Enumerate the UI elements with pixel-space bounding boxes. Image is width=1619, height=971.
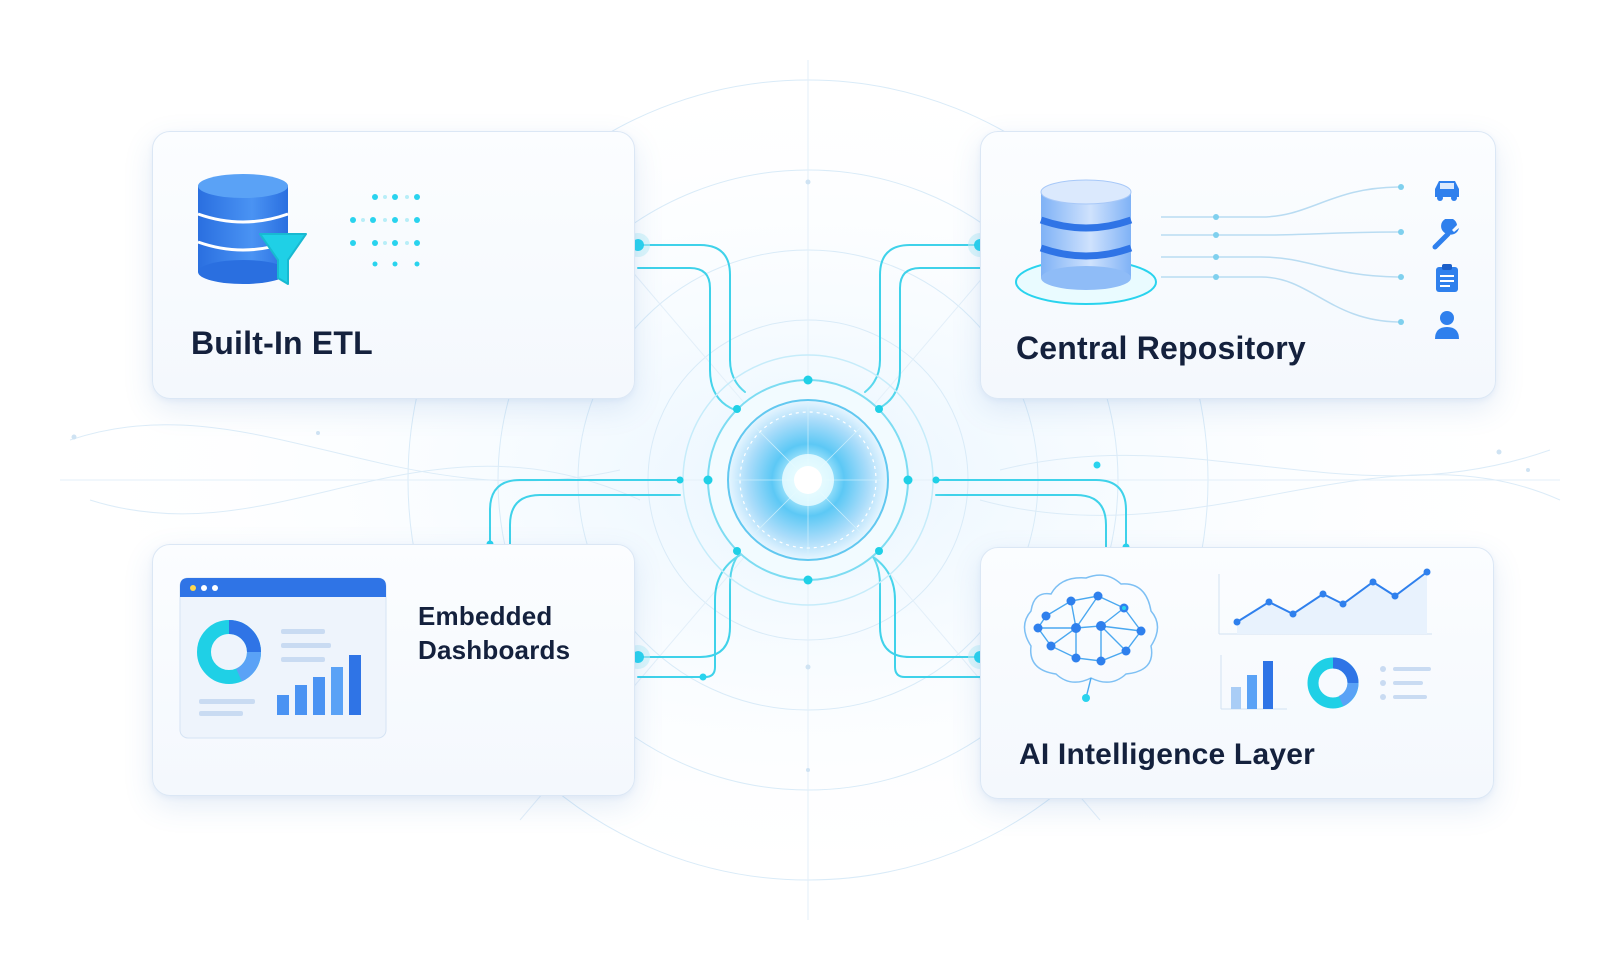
database-icon [1015, 179, 1157, 305]
repository-card[interactable]: Central Repository [980, 131, 1496, 399]
car-icon [1435, 181, 1459, 201]
wrench-icon [1432, 219, 1459, 250]
card-title: AI Intelligence Layer [1019, 738, 1315, 771]
user-icon [1435, 311, 1459, 339]
brain-network-icon [1023, 574, 1159, 702]
card-title: Central Repository [1016, 330, 1306, 366]
ai-card[interactable]: AI Intelligence Layer [980, 547, 1494, 799]
dashboards-card[interactable]: Embedded Dashboards [152, 544, 635, 796]
core-hub-icon [668, 340, 948, 620]
bar-chart-icon [277, 655, 361, 715]
data-flow-lines-icon [1161, 184, 1404, 325]
database-icon [197, 174, 289, 284]
etl-card[interactable]: Built-In ETL [152, 131, 635, 399]
donut-chart-icon [1307, 657, 1359, 709]
filter-icon [259, 233, 307, 285]
data-flow-dots-icon [350, 194, 420, 267]
bar-chart-icon [1220, 655, 1287, 710]
card-title-line-1: Embedded [418, 601, 553, 631]
donut-chart-icon [197, 620, 262, 684]
card-title-line-2: Dashboards [418, 635, 571, 665]
clipboard-icon [1436, 264, 1458, 292]
browser-window-icon [179, 577, 387, 739]
legend-list-icon [1380, 666, 1431, 700]
card-title: Built-In ETL [191, 325, 373, 361]
line-chart-icon [1218, 568, 1432, 635]
